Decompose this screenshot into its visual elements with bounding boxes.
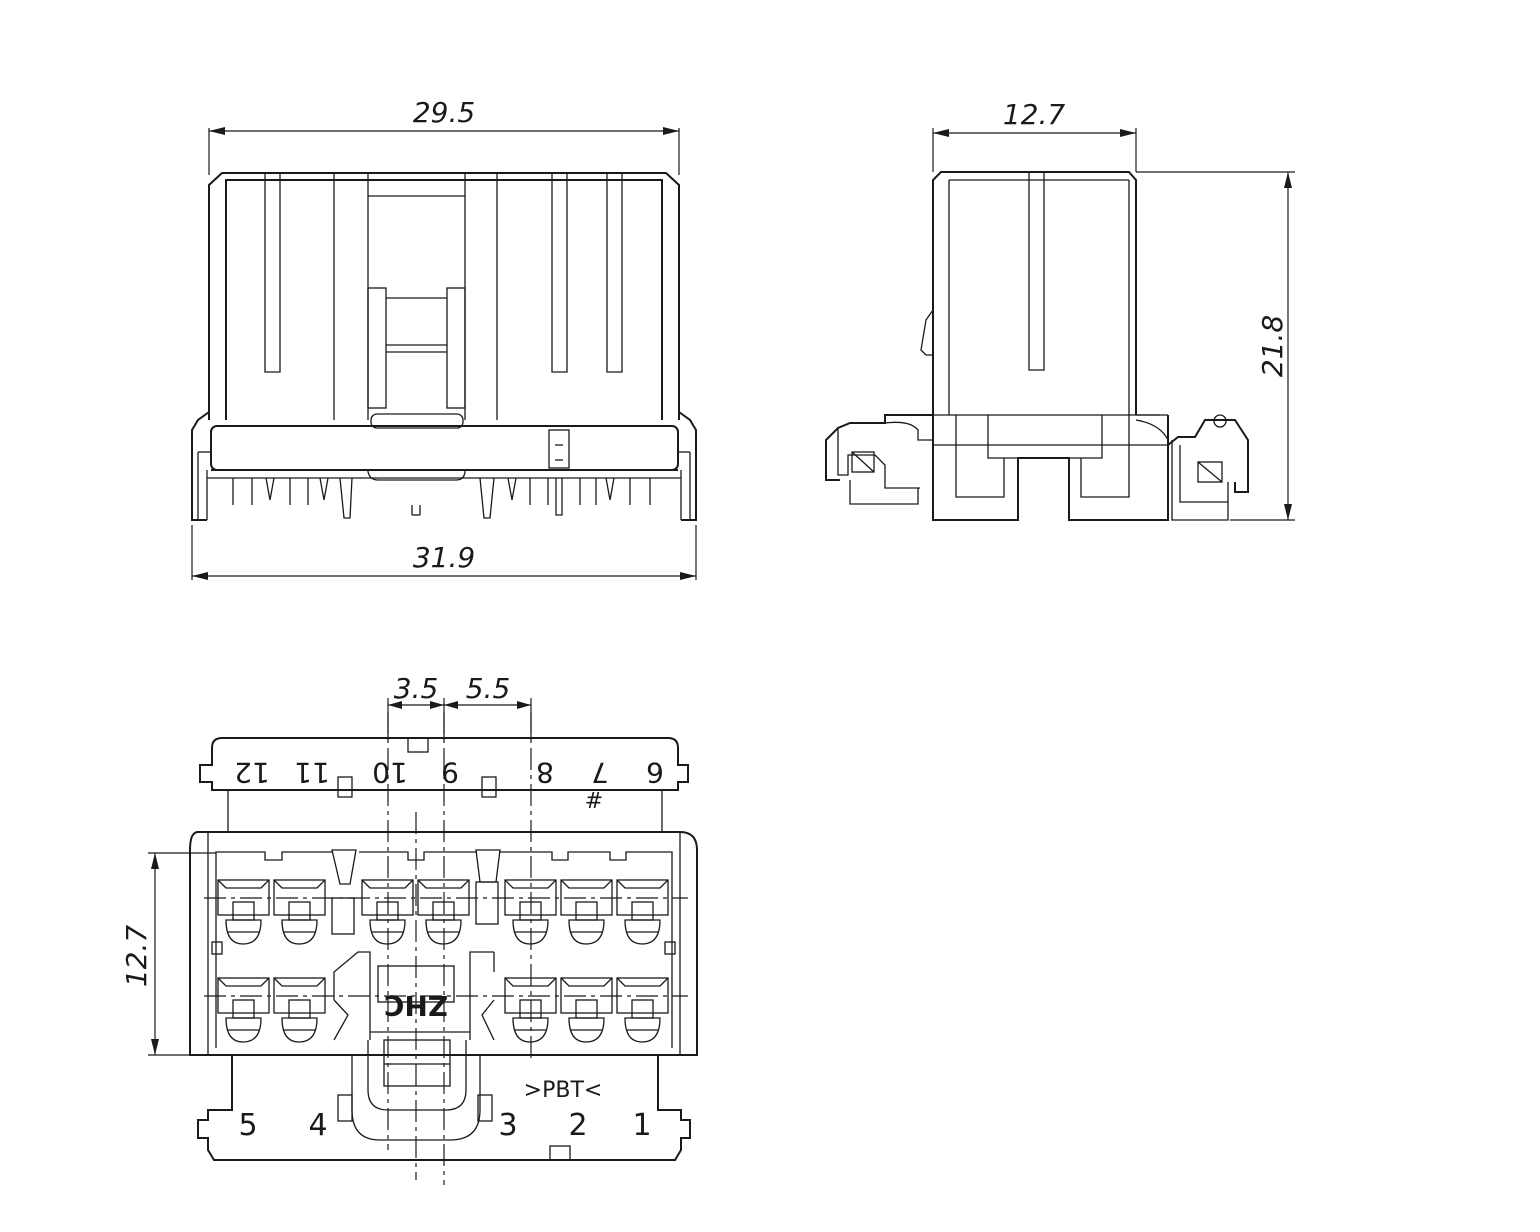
- dim-front-top: 29.5: [208, 96, 680, 175]
- centerlines: [204, 712, 688, 1185]
- cavities-top-row: [217, 879, 669, 945]
- pin-label-2: 2: [568, 1108, 587, 1143]
- pin-label-8: 8: [536, 756, 554, 789]
- pin-label-7: 7: [591, 756, 609, 789]
- dim-5-5: 5.5: [466, 672, 511, 705]
- pin-label-12: 12: [234, 756, 270, 789]
- pin-label-10: 10: [372, 756, 408, 789]
- pin-label-9: 9: [441, 756, 459, 789]
- front-view: 29.5: [191, 96, 697, 580]
- pin-label-11: 11: [294, 756, 330, 789]
- side-view: 12.7: [825, 98, 1295, 521]
- pins-bottom: 5 4 3 2 1: [238, 1108, 651, 1143]
- pin-label-6: 6: [646, 756, 664, 789]
- dim-side-height: 21.8: [1136, 171, 1295, 521]
- pin-label-4: 4: [308, 1108, 327, 1143]
- pin-label-1: 1: [632, 1108, 651, 1143]
- dim-face-height: 12.7: [120, 852, 216, 1056]
- material-marking: >PBT<: [524, 1078, 603, 1103]
- dim-3-5: 3.5: [394, 672, 439, 705]
- pin-label-3: 3: [498, 1108, 517, 1143]
- dim-21-8: 21.8: [1256, 315, 1289, 377]
- dim-29-5: 29.5: [413, 96, 475, 129]
- pins-top: 12 11 10 9 8 7 6: [234, 756, 664, 789]
- pin-label-5: 5: [238, 1108, 257, 1143]
- dim-12-7-face: 12.7: [120, 925, 153, 988]
- dim-side-width: 12.7: [932, 98, 1137, 172]
- dim-front-bottom: 31.9: [191, 525, 697, 580]
- hash-marking: #: [585, 789, 603, 814]
- dim-pitch: 3.5 5.5: [387, 672, 532, 740]
- face-view: 3.5 5.5 12 11 10 9 8 7 6 #: [120, 672, 698, 1185]
- dim-12-7-side: 12.7: [1003, 98, 1066, 131]
- dim-31-9: 31.9: [413, 541, 475, 574]
